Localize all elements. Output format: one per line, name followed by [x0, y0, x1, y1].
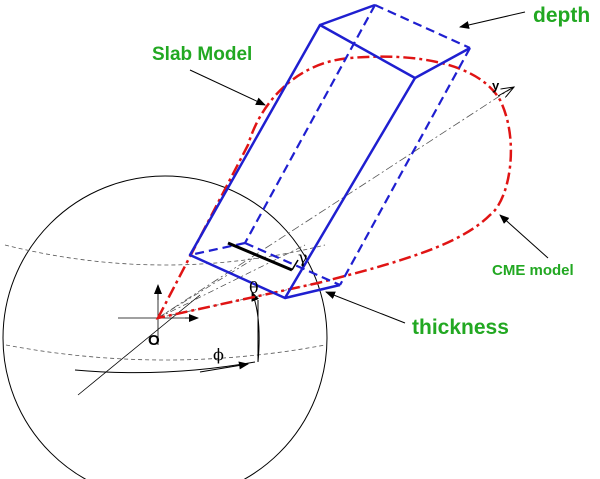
thickness-pointer: [325, 291, 406, 324]
thickness-marker-tick: [291, 259, 299, 271]
origin-label: O: [148, 332, 160, 349]
y-axis-label: y: [492, 78, 500, 93]
y-axis-arrowhead: [497, 87, 514, 96]
phi-arc: [74, 361, 256, 374]
cme-model-label: CME model: [492, 262, 574, 279]
thickness-marker-line: [227, 241, 293, 272]
y-axis-line: [157, 87, 513, 319]
slab-model-pointer: [189, 69, 266, 106]
construction-line-3: [157, 257, 256, 319]
slab-visible-edges: [188, 3, 471, 300]
thickness-label: thickness: [412, 316, 509, 339]
latitude-band-upper: [4, 244, 326, 266]
slab-model-label: Slab Model: [152, 44, 252, 65]
depth-pointer: [459, 11, 526, 29]
depth-label: depth: [533, 4, 590, 27]
gamma-label: γ: [298, 248, 308, 267]
theta-label: θ: [249, 278, 259, 297]
phi-label: ϕ: [213, 345, 224, 364]
latitude-band-lower: [5, 344, 326, 361]
phi-arrow: [199, 361, 249, 373]
construction-line-2: [157, 244, 306, 319]
cme-model-outline: [155, 55, 513, 320]
sun-sphere: [2, 175, 328, 479]
axis-diagonal: [77, 294, 201, 396]
cme-model-pointer: [499, 214, 549, 259]
